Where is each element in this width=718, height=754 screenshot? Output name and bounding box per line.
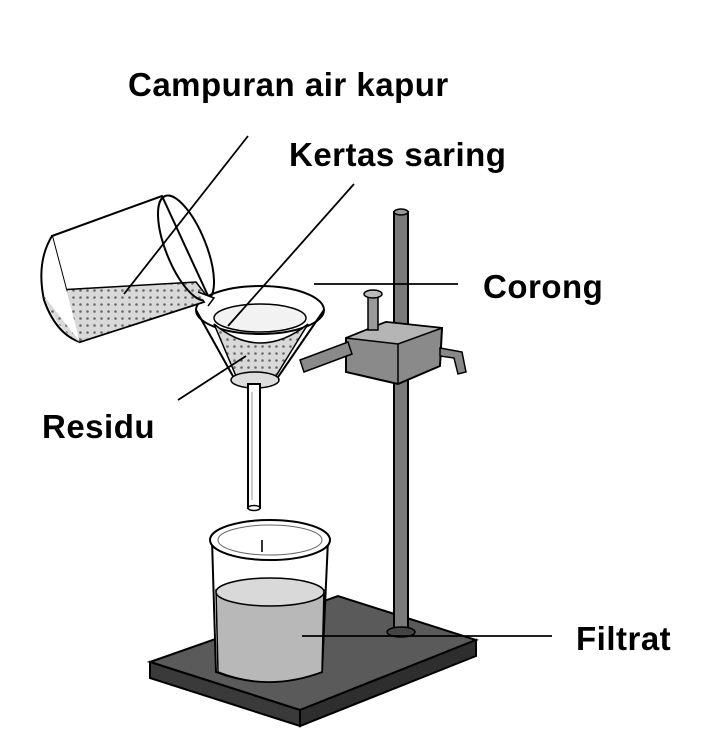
filtrate-beaker-illustration xyxy=(209,519,331,683)
pouring-beaker-illustration xyxy=(40,194,216,344)
stand-clamp xyxy=(299,289,467,386)
leader-lines xyxy=(123,135,552,637)
label-residue: Residu xyxy=(42,408,156,445)
stand-rod xyxy=(386,208,416,638)
label-mixture: Campuran air kapur xyxy=(128,66,449,103)
label-filter-paper: Kertas saring xyxy=(289,136,507,173)
label-filtrate: Filtrat xyxy=(576,620,672,657)
funnel-illustration xyxy=(195,285,325,512)
label-funnel: Corong xyxy=(483,268,604,305)
